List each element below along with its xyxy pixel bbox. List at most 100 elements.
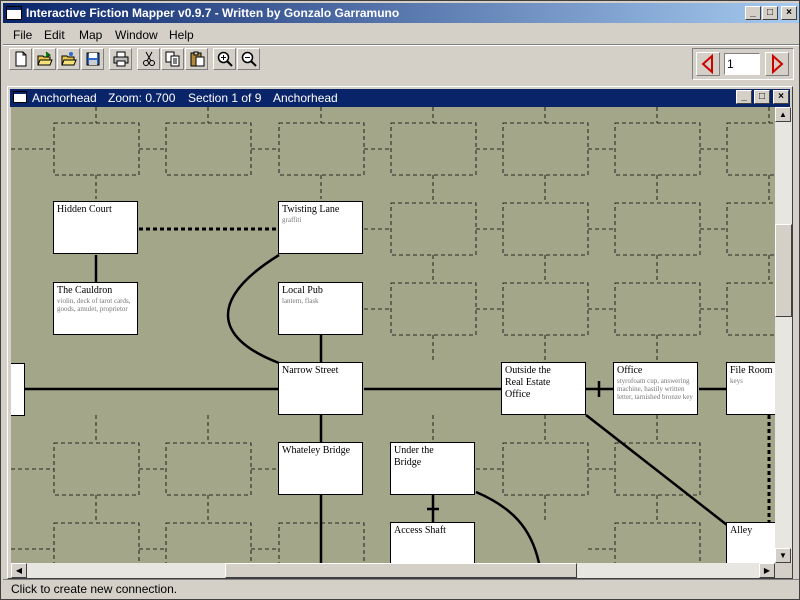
zoom-out-button[interactable] xyxy=(237,48,260,70)
close-button[interactable]: × xyxy=(781,6,797,20)
room-objects: styrofoam cup, answering machine, hastil… xyxy=(617,377,693,401)
empty-room-slot xyxy=(53,522,140,563)
room-local-pub[interactable]: Local Pub lantern, flask xyxy=(278,282,363,335)
room-name: File Room xyxy=(730,365,773,376)
cut-icon xyxy=(142,51,155,66)
room-objects: graffiti xyxy=(282,216,302,224)
window-title: Interactive Fiction Mapper v0.9.7 - Writ… xyxy=(26,6,400,20)
empty-room-slot xyxy=(165,442,252,496)
previous-section-button[interactable] xyxy=(696,52,720,76)
cut-button[interactable] xyxy=(137,48,160,70)
room-hidden-court[interactable]: Hidden Court xyxy=(53,201,138,254)
vertical-scrollbar[interactable]: ▲ ▼ xyxy=(775,107,792,563)
menu-window[interactable]: Window xyxy=(115,28,158,42)
room-narrow-street[interactable]: Narrow Street xyxy=(278,362,363,415)
next-section-button[interactable] xyxy=(765,52,789,76)
room-objects: violin, deck of tarot cards, goods, amul… xyxy=(57,297,131,313)
room-name: Alley xyxy=(730,525,753,536)
empty-room-slot xyxy=(390,202,477,256)
minimize-button[interactable]: _ xyxy=(745,6,761,20)
empty-room-slot xyxy=(614,202,701,256)
room-whateley-bridge[interactable]: Whateley Bridge xyxy=(278,442,363,495)
horizontal-scroll-thumb[interactable] xyxy=(225,563,577,578)
map-close-button[interactable]: × xyxy=(773,90,789,104)
open-icon xyxy=(36,51,53,66)
scroll-right-button[interactable]: ▶ xyxy=(759,563,775,578)
empty-room-slot xyxy=(165,522,252,563)
room-name: Under the Bridge xyxy=(394,445,434,468)
menu-file[interactable]: File xyxy=(13,28,33,42)
room-twisting-lane[interactable]: Twisting Lane graffiti xyxy=(278,201,363,254)
room-name: Hidden Court xyxy=(57,204,112,215)
scroll-up-button[interactable]: ▲ xyxy=(775,107,791,122)
maximize-button[interactable]: □ xyxy=(762,6,778,20)
room-office[interactable]: Office styrofoam cup, answering machine,… xyxy=(613,362,698,415)
zoom-in-icon xyxy=(217,51,233,67)
open-folder-icon xyxy=(60,52,77,66)
toolbar-separator xyxy=(3,44,799,46)
arrow-right-icon xyxy=(772,53,784,75)
room-name: Outside the Real Estate Office xyxy=(505,365,551,400)
vertical-scroll-thumb[interactable] xyxy=(775,224,792,317)
status-text: Click to create new connection. xyxy=(11,582,178,596)
empty-room-slot xyxy=(53,122,140,176)
save-button[interactable] xyxy=(81,48,104,70)
paste-button[interactable] xyxy=(185,48,208,70)
room-west-edge[interactable] xyxy=(11,363,25,416)
empty-room-slot xyxy=(502,442,589,496)
room-name: The Cauldron xyxy=(57,285,113,296)
copy-icon xyxy=(165,51,179,67)
scroll-down-button[interactable]: ▼ xyxy=(775,548,791,563)
empty-room-slot xyxy=(614,442,701,496)
print-button[interactable] xyxy=(109,48,132,70)
room-access-shaft[interactable]: Access Shaft xyxy=(390,522,475,563)
title-bar[interactable]: Interactive Fiction Mapper v0.9.7 - Writ… xyxy=(3,3,799,23)
empty-room-slot xyxy=(165,122,252,176)
empty-room-slot xyxy=(390,122,477,176)
map-maximize-button[interactable]: □ xyxy=(754,90,770,104)
empty-room-slot xyxy=(502,202,589,256)
room-alley[interactable]: Alley xyxy=(726,522,775,563)
new-icon xyxy=(15,51,26,67)
empty-room-slot xyxy=(278,122,365,176)
arrow-left-icon xyxy=(701,53,713,75)
empty-room-slot xyxy=(614,122,701,176)
new-button[interactable] xyxy=(9,48,32,70)
section-readout: Section 1 of 9 xyxy=(188,91,262,105)
open-folder-button[interactable] xyxy=(57,48,80,70)
room-name: Twisting Lane xyxy=(282,204,340,215)
section-number-input[interactable] xyxy=(724,53,760,75)
zoom-in-button[interactable] xyxy=(213,48,236,70)
room-under-bridge[interactable]: Under the Bridge xyxy=(390,442,475,495)
status-bar: Click to create new connection. xyxy=(3,579,799,599)
zoom-out-icon xyxy=(241,51,257,67)
map-minimize-button[interactable]: _ xyxy=(736,90,752,104)
copy-button[interactable] xyxy=(161,48,184,70)
room-name: Narrow Street xyxy=(282,365,339,376)
room-the-cauldron[interactable]: The Cauldron violin, deck of tarot cards… xyxy=(53,282,138,335)
menu-edit[interactable]: Edit xyxy=(44,28,65,42)
empty-room-slot xyxy=(614,522,701,563)
open-button[interactable] xyxy=(33,48,56,70)
scroll-corner xyxy=(775,563,792,578)
room-outside-real-estate[interactable]: Outside the Real Estate Office xyxy=(501,362,586,415)
menu-map[interactable]: Map xyxy=(79,28,103,42)
save-icon xyxy=(86,52,99,66)
room-file-room[interactable]: File Room keys xyxy=(726,362,775,415)
room-name: Office xyxy=(617,365,643,376)
map-window-title-bar[interactable]: Anchorhead Zoom: 0.700 Section 1 of 9 An… xyxy=(10,89,790,107)
connection-under-bridge-curve xyxy=(475,490,541,563)
empty-room-slot xyxy=(614,282,701,336)
room-objects: keys xyxy=(730,377,743,385)
paste-icon xyxy=(190,51,204,67)
app-icon[interactable] xyxy=(6,6,22,20)
scroll-left-button[interactable]: ◀ xyxy=(11,563,27,578)
menu-help[interactable]: Help xyxy=(169,28,194,42)
connection-outside-alley xyxy=(585,414,728,526)
map-window: Anchorhead Zoom: 0.700 Section 1 of 9 An… xyxy=(7,86,793,579)
map-canvas[interactable]: Hidden Court Twisting Lane graffiti The … xyxy=(11,107,775,563)
document-icon[interactable] xyxy=(13,91,27,103)
horizontal-scrollbar[interactable]: ◀ ▶ xyxy=(11,563,775,578)
room-name: Whateley Bridge xyxy=(282,445,351,456)
